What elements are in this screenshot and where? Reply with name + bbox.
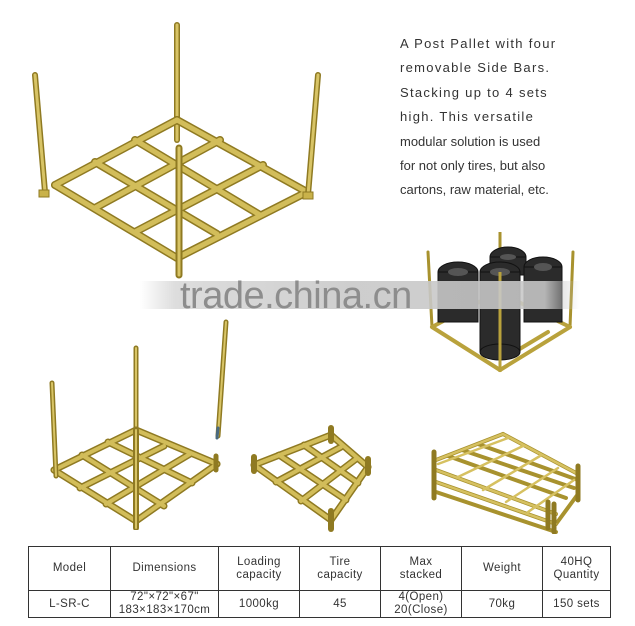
description-line: for not only tires, but also	[400, 158, 546, 174]
watermark-text: trade.china.cn	[180, 275, 412, 317]
stacked-pallets-illustration	[431, 432, 581, 534]
cell-model: L-SR-C	[28, 590, 111, 618]
description-line: modular solution is used	[400, 133, 541, 149]
watermark-band	[140, 281, 580, 309]
pallet-image-base	[246, 425, 376, 533]
description-line: cartons, raw material, etc.	[400, 182, 549, 198]
header-model: Model	[28, 546, 111, 591]
table-row: L-SR-C 72"×72"×67"183×183×170cm 1000kg 4…	[28, 590, 611, 618]
description-line: removable Side Bars.	[400, 60, 551, 76]
cell-tire-capacity: 45	[299, 590, 381, 618]
description-line: Stacking up to 4 sets	[400, 84, 548, 100]
cell-weight: 70kg	[461, 590, 543, 618]
header-weight: Weight	[461, 546, 543, 591]
header-dimensions: Dimensions	[110, 546, 219, 591]
pallet-image-stacked	[428, 422, 588, 534]
pallet-image-post-removed	[42, 318, 237, 530]
description-line: A Post Pallet with four	[400, 36, 557, 51]
description-line: high. This versatile	[400, 109, 535, 125]
cell-max-stacked: 4(Open)20(Close)	[380, 590, 462, 618]
pallet-base-illustration	[250, 425, 372, 532]
cell-40hq-quantity: 150 sets	[542, 590, 611, 618]
post-removed-illustration	[49, 319, 229, 530]
cell-loading-capacity: 1000kg	[218, 590, 300, 618]
watermark: trade.china.cn	[140, 273, 590, 323]
pallet-image-assembled	[25, 20, 335, 290]
post-pallet-illustration	[32, 22, 321, 279]
cell-dimensions: 72"×72"×67"183×183×170cm	[110, 590, 219, 618]
product-description: A Post Pallet with four removable Side B…	[400, 32, 600, 203]
